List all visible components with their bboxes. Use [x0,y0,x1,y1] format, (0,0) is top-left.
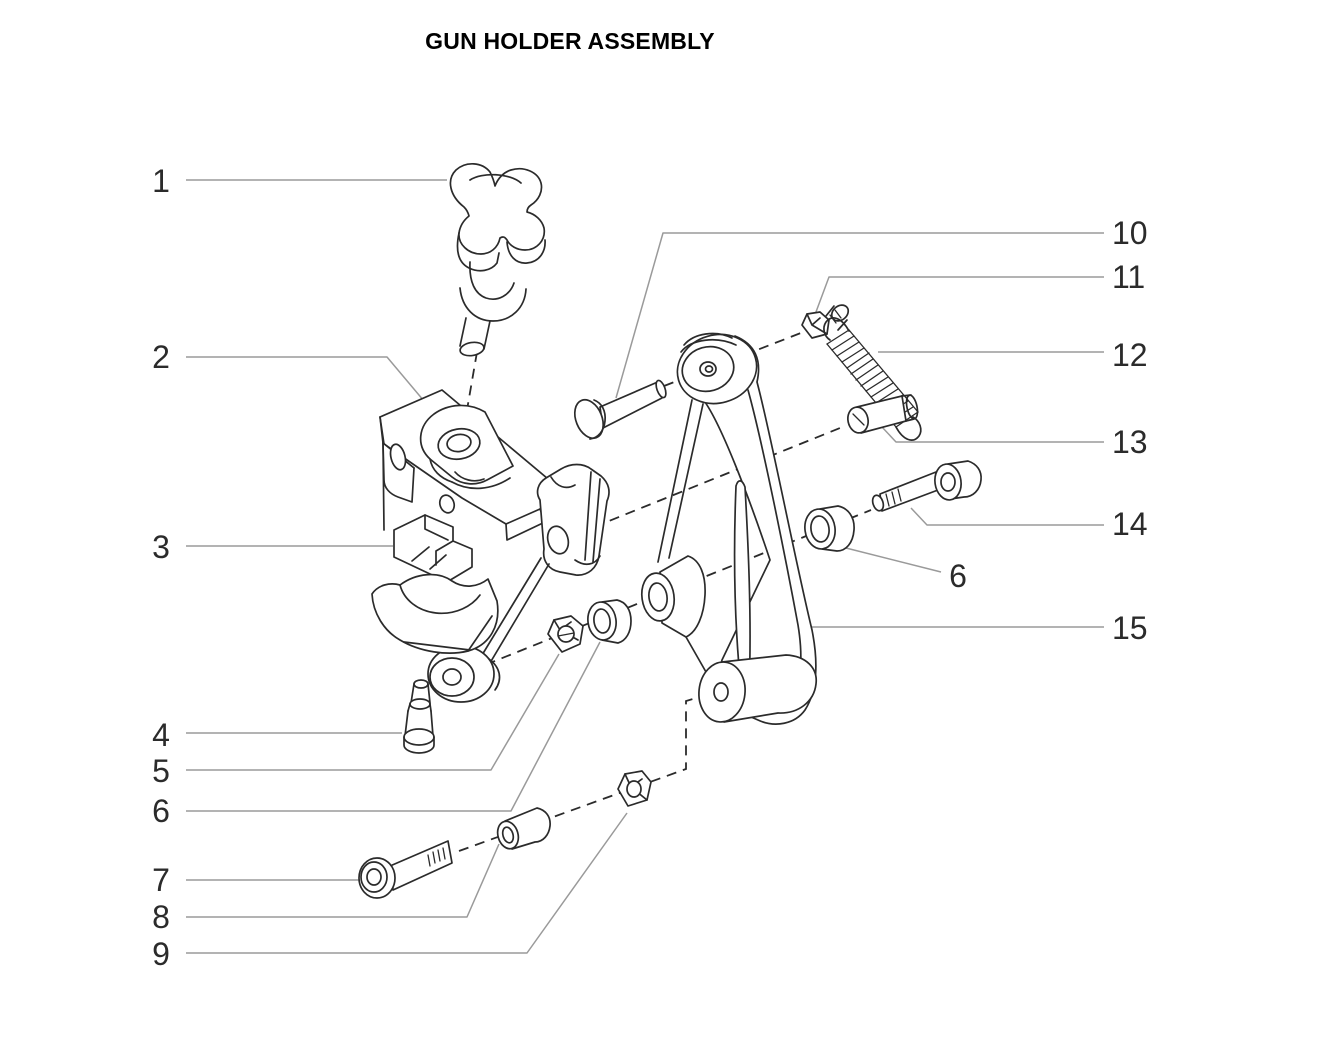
leader-line-13 [881,426,1104,443]
callout-15: 15 [1112,610,1148,646]
part-6-bushing-right [804,505,855,552]
leader-line-10 [615,232,1104,399]
leader-line-11 [812,276,1104,321]
part-1-star-knob [449,163,546,357]
part-6-bushing-left [587,599,632,644]
callout-13: 13 [1112,424,1148,460]
leader-line-9 [186,812,628,954]
part-5-nut [547,615,584,653]
callout-10: 10 [1112,215,1148,251]
part-11-screw [801,304,850,339]
part-10-pin [573,379,667,440]
callout-1: 1 [152,163,170,199]
callout-3: 3 [152,529,170,565]
callout-2: 2 [152,339,170,375]
callout-6-right: 6 [949,558,967,594]
callout-8: 8 [152,899,170,935]
part-8-spacer [496,807,551,850]
diagram-title: GUN HOLDER ASSEMBLY [425,28,715,54]
leader-lines [186,179,1104,954]
dashed-axis-fork-screw13 [593,425,846,528]
dashed-axis-pivot-screw14 [469,509,872,672]
leader-line-8 [186,843,500,918]
leader-line-6-right [845,547,942,573]
callout-7: 7 [152,862,170,898]
leader-line-2 [186,356,425,402]
part-2-bracket [379,389,610,703]
callout-14: 14 [1112,506,1148,542]
part-15-arm [640,332,817,725]
callout-12: 12 [1112,337,1148,373]
dashed-axis-bottom-screw [458,692,715,852]
leader-line-15 [787,616,1104,628]
callout-5: 5 [152,753,170,789]
part-13-screw [847,394,919,434]
part-14-screw [871,460,982,512]
callout-6: 6 [152,793,170,829]
callout-4: 4 [152,717,170,753]
callout-9: 9 [152,936,170,972]
leader-line-5 [186,653,560,771]
part-9-nut [617,770,652,807]
part-3-clamp-jaw [371,514,499,654]
callout-labels: 1 2 3 4 5 6 7 8 9 10 11 12 13 14 15 6 [152,163,1147,972]
part-7-screw [358,840,453,899]
part-4-pin [403,679,435,754]
leader-line-14 [910,507,1104,526]
leader-line-6 [186,641,601,812]
callout-11: 11 [1112,259,1145,295]
